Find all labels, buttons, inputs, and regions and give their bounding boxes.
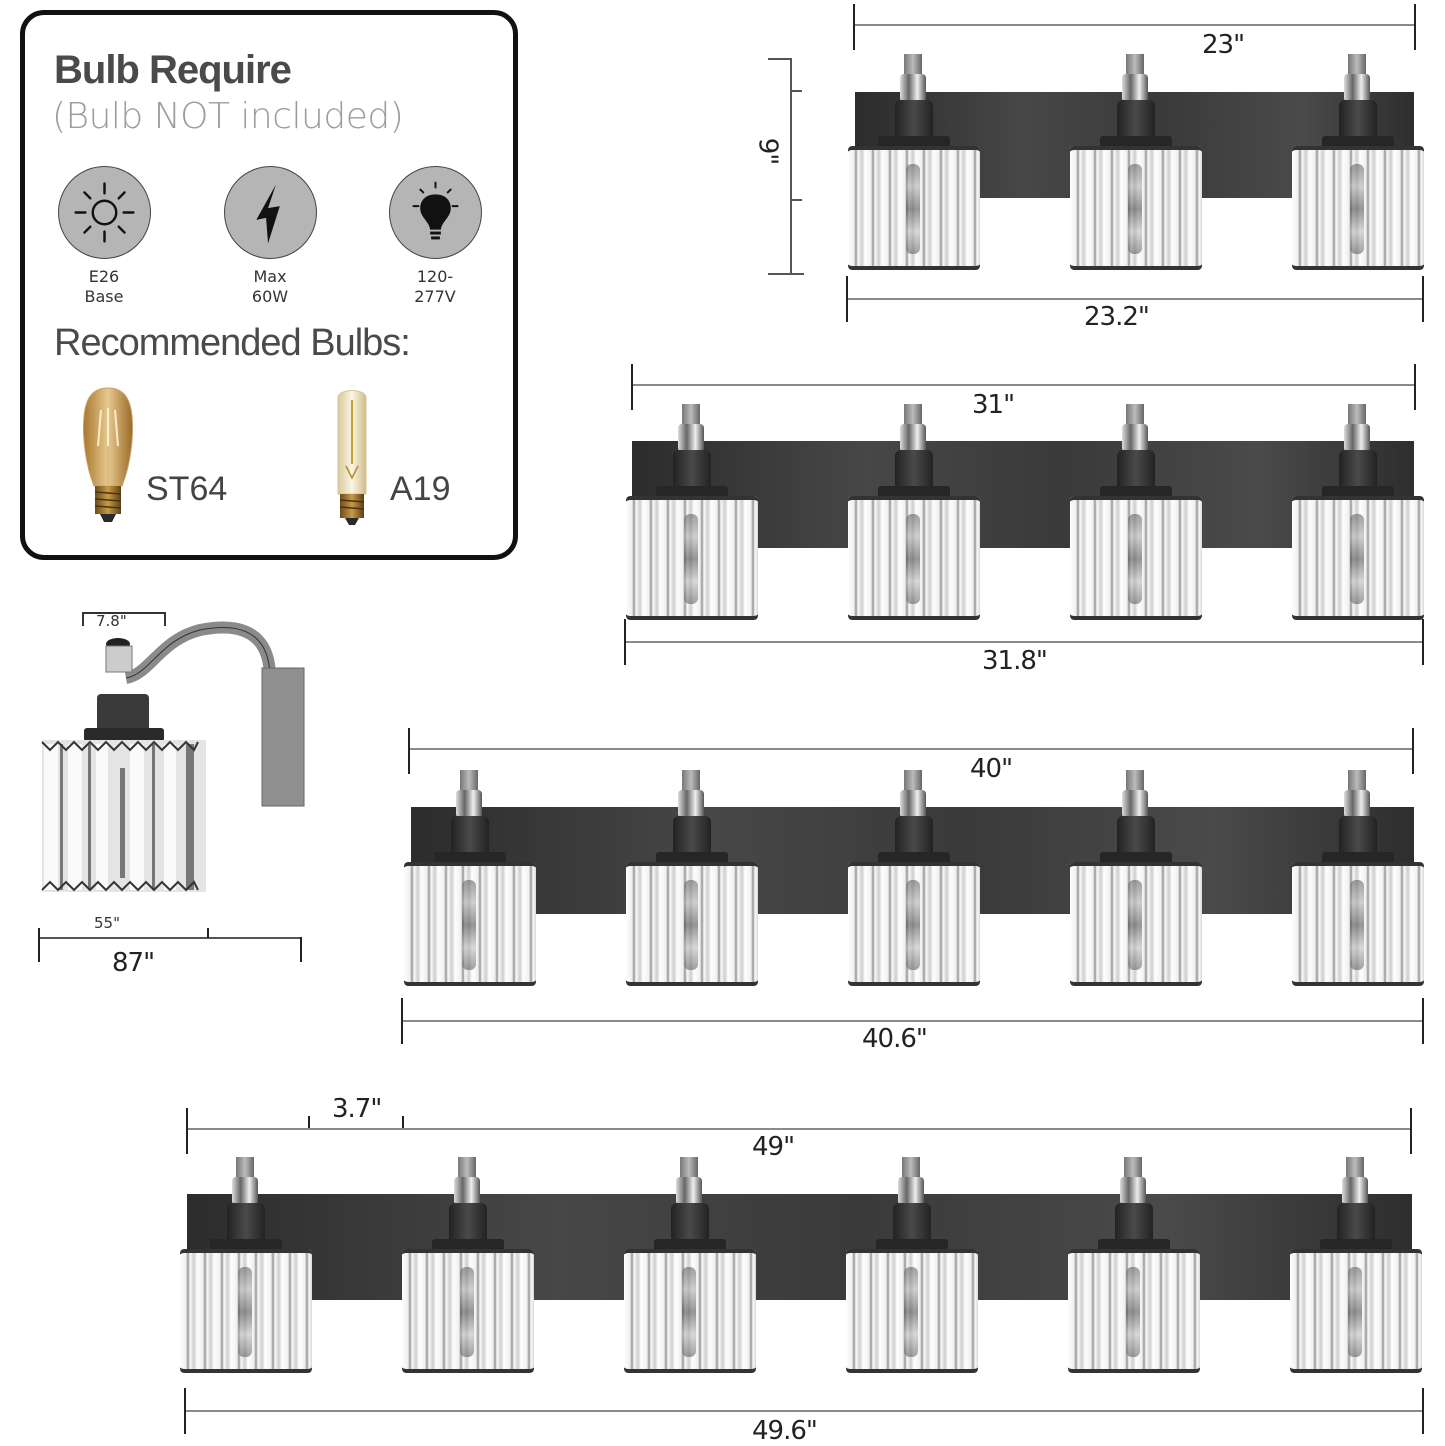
spacing-tick-left — [308, 1116, 310, 1128]
st64-label: ST64 — [146, 470, 228, 508]
6-light-backplate — [187, 1194, 1412, 1300]
spacing-dimension-label: 3.7" — [332, 1094, 382, 1124]
a19-label: A19 — [390, 470, 451, 508]
spec-voltage: 120-277V — [375, 166, 495, 307]
side-depth-tick-mid — [207, 928, 209, 938]
tubular-bulb-icon — [334, 386, 370, 526]
6-light-crystal-shade-2 — [402, 1157, 534, 1375]
4-light-overall-width-tick-right — [1422, 619, 1424, 665]
4-light-plate-width-label: 31" — [972, 390, 1015, 420]
4-light-overall-width-line — [624, 641, 1422, 643]
3-light-plate-width-label: 23" — [1202, 30, 1245, 60]
6-light-plate-width-line — [186, 1128, 1410, 1130]
3-light-crystal-shade-2 — [1070, 54, 1202, 272]
6-light-overall-width-line — [184, 1410, 1422, 1412]
6-light-crystal-shade-3 — [624, 1157, 756, 1375]
4-light-plate-width-tick-left — [631, 364, 633, 410]
spec-voltage-line1: 120- — [416, 267, 454, 286]
side-depth-tick-left — [38, 928, 40, 962]
side-shade-dimension-label: 55" — [94, 914, 120, 932]
side-top-dimension-label: 7.8" — [96, 612, 127, 630]
6-light-crystal-shade-6 — [1290, 1157, 1422, 1375]
4-light-crystal-shade-2 — [848, 404, 980, 622]
height-tick-plate-bottom — [790, 199, 802, 201]
4-light-overall-width-tick-left — [624, 619, 626, 665]
3-light-overall-width-label: 23.2" — [1084, 302, 1150, 332]
side-depth-dimension-line — [38, 937, 302, 939]
5-light-crystal-shade-4 — [1070, 770, 1202, 988]
lightbulb-icon — [388, 166, 482, 259]
height-dimension-label: 9" — [752, 137, 783, 165]
height-tick-top — [768, 58, 790, 60]
side-view-fixture — [30, 618, 320, 898]
5-light-crystal-shade-2 — [626, 770, 758, 988]
bulb-not-included-subtitle: (Bulb NOT included) — [52, 96, 404, 137]
5-light-crystal-shade-3 — [848, 770, 980, 988]
3-light-overall-width-tick-right — [1422, 276, 1424, 322]
spec-base-line1: E26 — [88, 267, 120, 286]
4-light-plate-width-tick-right — [1414, 364, 1416, 410]
3-light-overall-width-line — [846, 298, 1422, 300]
spacing-tick-right — [402, 1116, 404, 1128]
5-light-plate-width-label: 40" — [970, 754, 1013, 784]
6-light-overall-width-label: 49.6" — [752, 1416, 818, 1446]
5-light-overall-width-line — [401, 1020, 1422, 1022]
6-light-crystal-shade-4 — [846, 1157, 978, 1375]
5-light-overall-width-tick-left — [401, 998, 403, 1044]
side-depth-tick-right — [300, 937, 302, 962]
spec-wattage-line2: 60W — [251, 287, 289, 306]
recommended-bulbs-title: Recommended Bulbs: — [54, 322, 411, 364]
5-light-overall-width-tick-right — [1422, 998, 1424, 1044]
5-light-overall-width-label: 40.6" — [862, 1024, 928, 1054]
spec-base-line2: Base — [84, 287, 124, 306]
side-depth-dimension-label: 87" — [112, 948, 155, 978]
spec-wattage-line1: Max — [253, 267, 287, 286]
3-light-plate-width-tick-left — [853, 4, 855, 50]
4-light-crystal-shade-1 — [626, 404, 758, 622]
6-light-overall-width-tick-right — [1422, 1388, 1424, 1434]
4-light-backplate — [632, 441, 1414, 548]
3-light-crystal-shade-3 — [1292, 54, 1424, 272]
4-light-plate-width-line — [631, 384, 1414, 386]
6-light-plate-width-tick-left — [186, 1108, 188, 1154]
3-light-plate-width-line — [853, 24, 1414, 26]
4-light-overall-width-label: 31.8" — [982, 646, 1048, 676]
st64-edison-bulb-icon — [74, 386, 142, 528]
3-light-crystal-shade-1 — [848, 54, 980, 272]
lightning-bolt-icon — [223, 166, 317, 259]
3-light-overall-width-tick-left — [846, 276, 848, 322]
5-light-crystal-shade-1 — [404, 770, 536, 988]
5-light-crystal-shade-5 — [1292, 770, 1424, 988]
6-light-crystal-shade-5 — [1068, 1157, 1200, 1375]
6-light-plate-width-label: 49" — [752, 1132, 795, 1162]
5-light-plate-width-tick-right — [1412, 728, 1414, 774]
sun-icon — [57, 166, 151, 259]
5-light-plate-width-line — [408, 748, 1412, 750]
6-light-crystal-shade-1 — [180, 1157, 312, 1375]
6-light-overall-width-tick-left — [184, 1388, 186, 1434]
4-light-crystal-shade-4 — [1292, 404, 1424, 622]
bulb-require-title: Bulb Require — [54, 48, 292, 92]
6-light-plate-width-tick-right — [1410, 1108, 1412, 1154]
side-top-dimension-bracket — [82, 612, 166, 626]
4-light-crystal-shade-3 — [1070, 404, 1202, 622]
5-light-plate-width-tick-left — [408, 728, 410, 774]
height-dimension-line — [790, 58, 792, 274]
spec-voltage-line2: 277V — [414, 287, 456, 306]
3-light-plate-width-tick-right — [1414, 4, 1416, 50]
height-tick-plate-top — [790, 90, 802, 92]
height-tick-bottom — [768, 273, 804, 275]
